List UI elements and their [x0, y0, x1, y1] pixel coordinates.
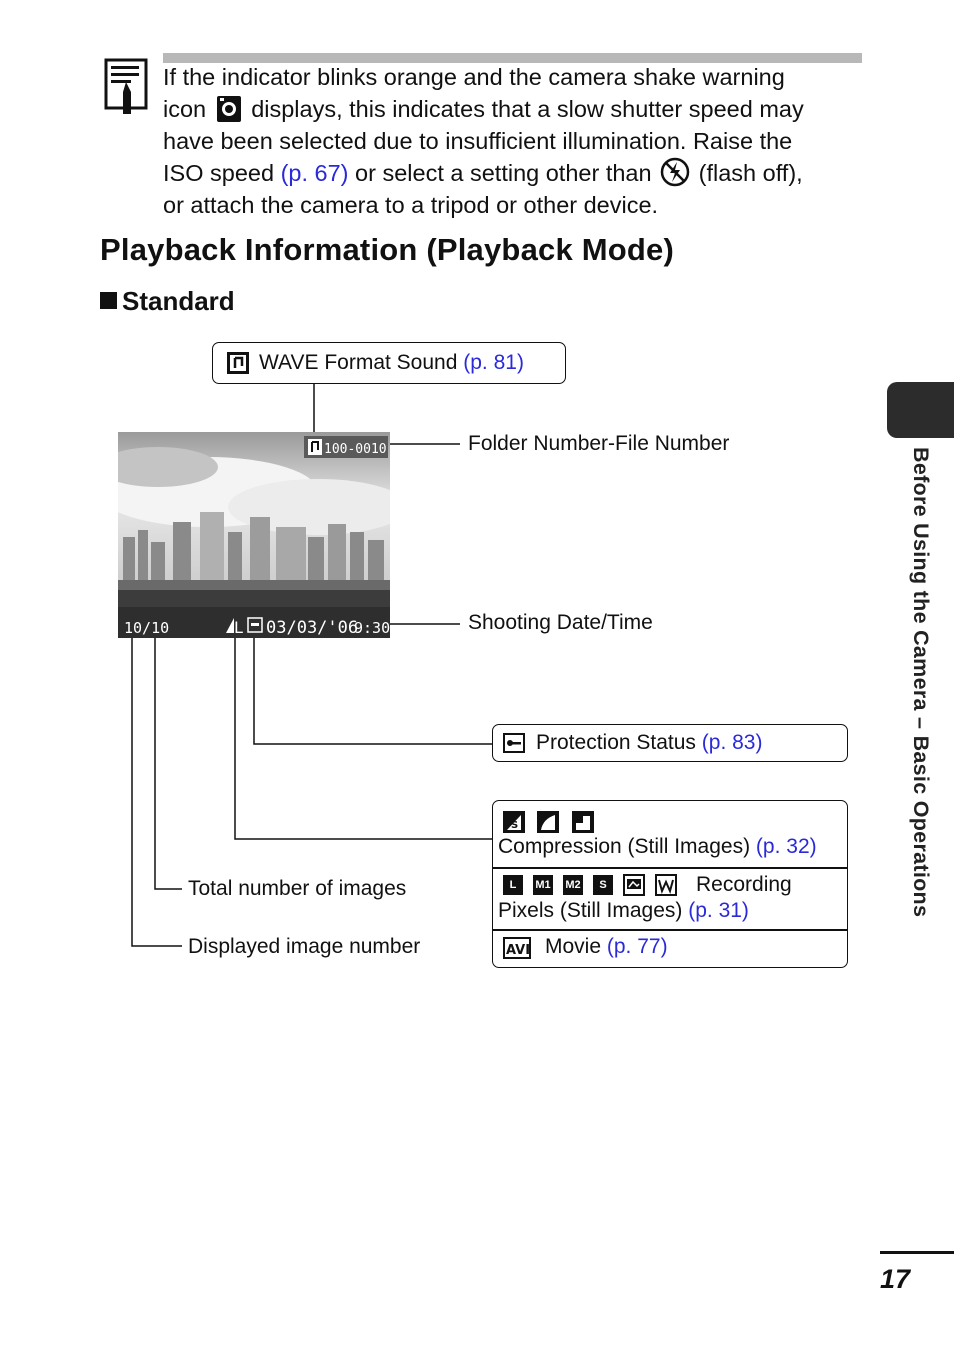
screen-date: 03/03/'06	[266, 618, 358, 638]
folder-number-label: Folder Number-File Number	[468, 432, 730, 455]
recording-icons: L M1 M2 S	[503, 874, 677, 896]
displayed-number-label: Displayed image number	[188, 935, 421, 958]
note-line-1: If the indicator blinks orange and the c…	[163, 64, 785, 90]
note-line-2: icon displays, this indicates that a slo…	[163, 93, 863, 125]
small-size-icon: S	[593, 875, 613, 895]
screen-folder-file: 100-0010	[324, 442, 387, 457]
protection-status-box: Protection Status (p. 83)	[492, 724, 848, 762]
note-line-5: or attach the camera to a tripod or othe…	[163, 192, 659, 218]
camera-shake-icon	[216, 96, 241, 122]
note-text-span: icon	[163, 96, 207, 122]
page-link-67[interactable]: (p. 67)	[280, 160, 349, 186]
page-link-81[interactable]: (p. 81)	[463, 351, 524, 374]
camera-screen-image: 100-0010 10/10 L 03/03/'06 9:30	[118, 432, 390, 638]
compression-callout-line	[234, 636, 492, 840]
compression-text: Compression (Still Images)	[498, 835, 751, 858]
postcard-icon	[623, 874, 645, 896]
medium2-size-icon: M2	[563, 875, 583, 895]
bullet-square-icon	[100, 292, 117, 309]
screen-image-count: 10/10	[124, 619, 169, 637]
large-size-icon: L	[503, 875, 523, 895]
divider	[493, 867, 847, 869]
protection-label: Protection Status (p. 83)	[536, 730, 762, 756]
note-text-span: ISO speed	[163, 160, 275, 186]
page-link-32[interactable]: (p. 32)	[755, 835, 817, 858]
page-link-77[interactable]: (p. 77)	[606, 935, 668, 958]
protection-callout-line	[253, 636, 492, 745]
screen-time: 9:30	[354, 619, 390, 637]
note-line-3: have been selected due to insufficient i…	[163, 128, 793, 154]
note-bar	[163, 53, 862, 63]
widescreen-icon	[655, 874, 677, 896]
screen-quality: L	[234, 618, 243, 637]
compression-label: Compression (Still Images) (p. 32)	[498, 834, 817, 860]
recording-text: Pixels (Still Images)	[498, 899, 683, 922]
subsection-heading: Standard	[100, 286, 235, 317]
compression-icons: S	[503, 811, 594, 838]
note-text-span: or select a setting other than	[355, 160, 652, 186]
divider	[493, 929, 847, 931]
fine-icon	[537, 811, 560, 833]
superfine-icon: S	[503, 811, 525, 833]
flash-off-icon	[660, 157, 690, 187]
page-link-31[interactable]: (p. 31)	[688, 899, 749, 922]
total-images-callout-line	[154, 636, 182, 890]
wave-text: WAVE Format Sound	[259, 351, 458, 374]
section-heading: Playback Information (Playback Mode)	[100, 232, 674, 267]
normal-icon	[571, 811, 594, 833]
recording-label-2: Pixels (Still Images) (p. 31)	[498, 898, 749, 924]
note-text-span: (flash off),	[698, 160, 803, 186]
compression-recording-movie-box: S Compression (Still Images) (p. 32) L M…	[492, 800, 848, 968]
wave-sound-icon	[227, 352, 249, 374]
protection-text: Protection Status	[536, 731, 696, 754]
note-icon	[104, 58, 148, 114]
note-text: If the indicator blinks orange and the c…	[163, 61, 863, 221]
chapter-tab	[887, 382, 954, 438]
movie-text: Movie	[545, 935, 602, 958]
wave-label: WAVE Format Sound (p. 81)	[259, 350, 524, 376]
recording-label-1: Recording	[696, 873, 792, 896]
shooting-date-label: Shooting Date/Time	[468, 611, 653, 634]
wave-format-box: WAVE Format Sound (p. 81)	[212, 342, 566, 384]
page-number: 17	[880, 1264, 911, 1294]
movie-label: Movie (p. 77)	[545, 934, 668, 960]
movie-avi-icon: AVI	[503, 937, 531, 959]
total-images-label: Total number of images	[188, 877, 407, 900]
svg-text:S: S	[511, 820, 518, 831]
chapter-title: Before Using the Camera – Basic Operatio…	[909, 447, 933, 918]
subheading-text: Standard	[122, 286, 235, 316]
medium1-size-icon: M1	[533, 875, 553, 895]
note-line-4: ISO speed (p. 67) or select a setting ot…	[163, 157, 863, 189]
displayed-number-callout-line	[131, 636, 182, 947]
note-text-span: displays, this indicates that a slow shu…	[251, 96, 804, 122]
page-number-rule	[880, 1251, 954, 1254]
svg-text:AVI: AVI	[506, 943, 530, 958]
page-link-83[interactable]: (p. 83)	[701, 731, 763, 754]
protection-key-icon	[503, 733, 525, 753]
